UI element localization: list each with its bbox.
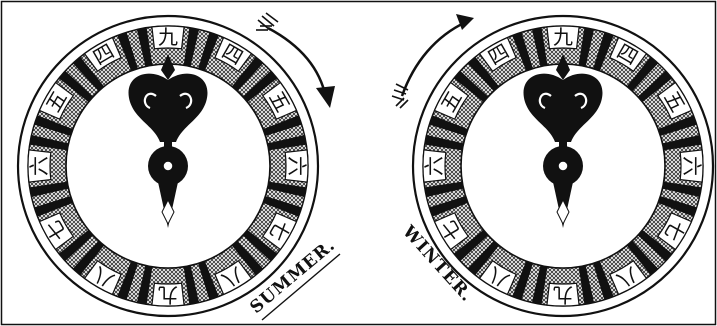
hand-pivot xyxy=(558,161,568,171)
hour-mark: 九 xyxy=(158,25,178,49)
hour-mark: 六 xyxy=(422,156,446,176)
hour-mark: 九 xyxy=(553,25,573,49)
hour-mark: 九 xyxy=(158,283,178,307)
hour-mark: 六 xyxy=(27,156,51,176)
hour-mark: 六 xyxy=(680,156,704,176)
hour-mark: 九 xyxy=(553,283,573,307)
hand-pivot xyxy=(163,161,173,171)
hour-mark: 六 xyxy=(285,156,309,176)
